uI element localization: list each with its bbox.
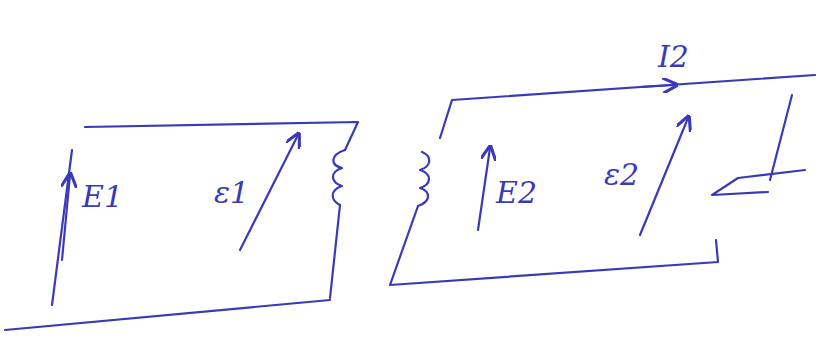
left-arrow bbox=[62, 175, 70, 260]
load-symbol bbox=[712, 170, 805, 195]
left-loop-wire bbox=[5, 300, 330, 330]
label-text: ε2 bbox=[604, 160, 639, 190]
current-arrow bbox=[640, 85, 675, 87]
right-loop-wire bbox=[440, 75, 815, 138]
label-text: E2 bbox=[496, 178, 537, 208]
right-loop-wire bbox=[770, 95, 792, 180]
right-left-arrow bbox=[478, 148, 490, 230]
right-middle-arrow bbox=[640, 118, 688, 235]
left-loop-wire bbox=[85, 122, 358, 150]
right-loop-wire bbox=[390, 206, 718, 285]
left-coil bbox=[333, 150, 345, 205]
label-text: E1 bbox=[82, 182, 123, 212]
label-text: ε1 bbox=[214, 178, 249, 208]
left-loop-wire bbox=[52, 150, 72, 305]
left-loop-wire bbox=[330, 205, 340, 298]
label-text: I2 bbox=[658, 42, 689, 72]
right-coil bbox=[418, 152, 429, 206]
